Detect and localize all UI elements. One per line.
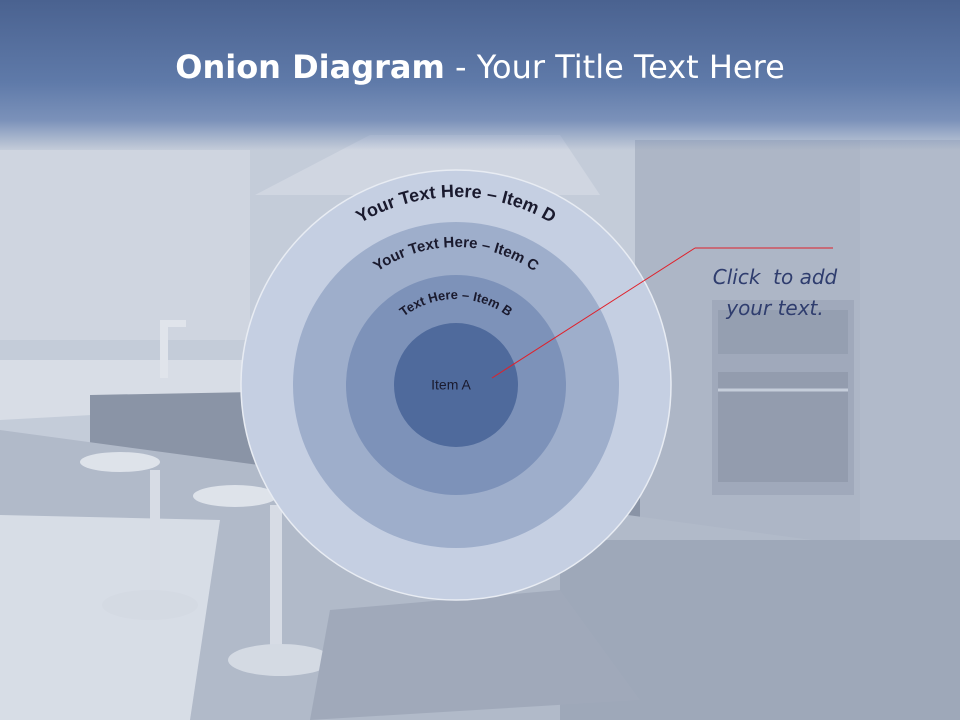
ring-item-a[interactable]	[394, 323, 518, 447]
callout-connector-line	[491, 247, 696, 379]
callout-line-2: your text.	[726, 296, 824, 320]
title-bold: Onion Diagram	[175, 48, 445, 86]
callout-line-1: Click to add	[712, 265, 838, 289]
title-band	[0, 0, 960, 150]
label-item-a: Item A	[431, 377, 471, 393]
page-title[interactable]: Onion Diagram - Your Title Text Here	[0, 48, 960, 86]
callout-text-box[interactable]: Click to add your text.	[690, 262, 860, 324]
title-rest: - Your Title Text Here	[444, 48, 785, 86]
